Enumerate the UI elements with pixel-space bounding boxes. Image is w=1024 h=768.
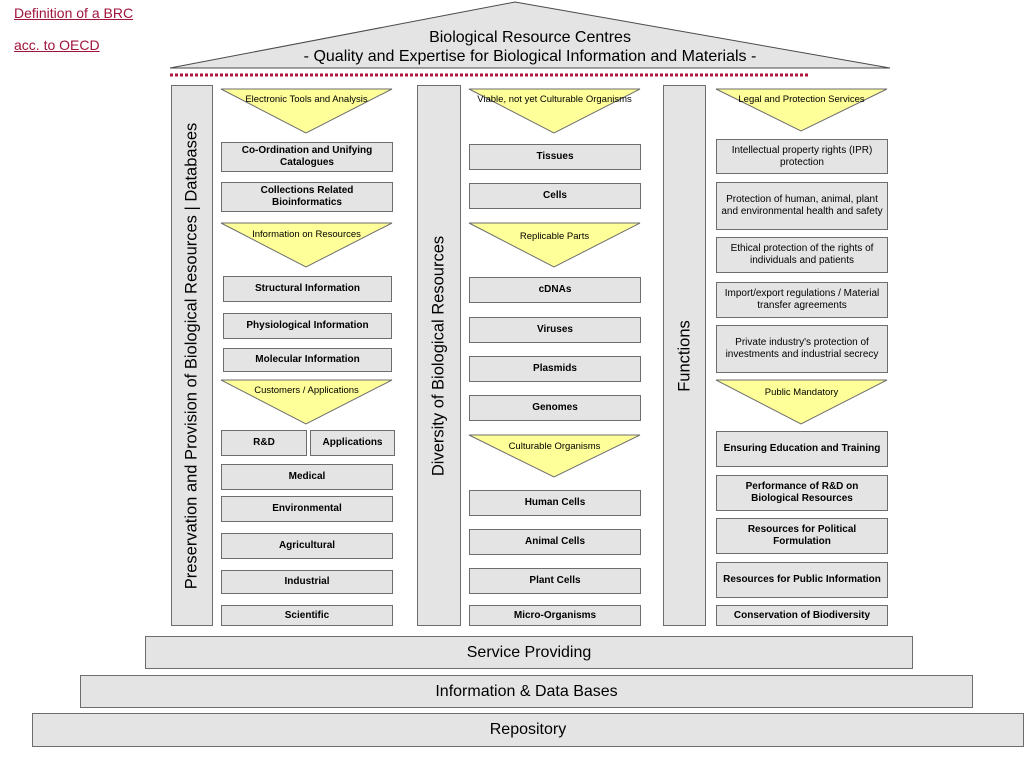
triangle-culturable-organisms: Culturable Organisms xyxy=(468,434,641,478)
box-environmental: Environmental xyxy=(221,496,393,522)
box-conservation-biodiversity: Conservation of Biodiversity xyxy=(716,605,888,626)
box-animal-cells: Animal Cells xyxy=(469,529,641,555)
triangle-legal-protection: Legal and Protection Services xyxy=(715,88,888,132)
box-political-formulation: Resources for Political Formulation xyxy=(716,518,888,554)
triangle-customers-applications: Customers / Applications xyxy=(220,379,393,425)
pillar-right-label: Functions xyxy=(675,319,693,392)
roof-title: Biological Resource Centres xyxy=(429,29,631,46)
pillar-middle: Diversity of Biological Resources xyxy=(417,85,461,626)
pillar-right: Functions xyxy=(663,85,706,626)
box-genomes: Genomes xyxy=(469,395,641,421)
box-rd: R&D xyxy=(221,430,307,456)
box-molecular-information: Molecular Information xyxy=(223,348,392,372)
box-applications: Applications xyxy=(310,430,395,456)
roof xyxy=(169,1,891,77)
box-import-export: Import/export regulations / Material tra… xyxy=(716,282,888,318)
box-plasmids: Plasmids xyxy=(469,356,641,382)
triangle-information-resources: Information on Resources xyxy=(220,222,393,268)
triangle-viable-organisms: Viable, not yet Culturable Organisms xyxy=(468,88,641,134)
definition-link[interactable]: Definition of a BRC xyxy=(14,5,134,21)
pillar-left: Preservation and Provision of Biological… xyxy=(171,85,213,626)
box-cells: Cells xyxy=(469,183,641,209)
box-scientific: Scientific xyxy=(221,605,393,626)
pillar-left-label: Preservation and Provision of Biological… xyxy=(182,122,201,589)
pillar-middle-label: Diversity of Biological Resources xyxy=(429,235,448,476)
box-structural-information: Structural Information xyxy=(223,276,392,302)
step-information-databases: Information & Data Bases xyxy=(80,675,973,708)
box-collections-bioinformatics: Collections Related Bioinformatics xyxy=(221,182,393,212)
box-cdnas: cDNAs xyxy=(469,277,641,303)
step-repository: Repository xyxy=(32,713,1024,747)
box-viruses: Viruses xyxy=(469,317,641,343)
triangle-replicable-parts: Replicable Parts xyxy=(468,222,641,268)
roof-subtitle: - Quality and Expertise for Biological I… xyxy=(303,48,757,65)
box-rd-performance: Performance of R&D on Biological Resourc… xyxy=(716,475,888,511)
step-service-providing: Service Providing xyxy=(145,636,913,669)
box-education-training: Ensuring Education and Training xyxy=(716,431,888,467)
box-physiological-information: Physiological Information xyxy=(223,313,392,339)
triangle-electronic-tools: Electronic Tools and Analysis xyxy=(220,88,393,134)
box-micro-organisms: Micro-Organisms xyxy=(469,605,641,626)
box-medical: Medical xyxy=(221,464,393,490)
triangle-public-mandatory: Public Mandatory xyxy=(715,379,888,425)
box-human-cells: Human Cells xyxy=(469,490,641,516)
oecd-link[interactable]: acc. to OECD xyxy=(14,37,100,53)
box-agricultural: Agricultural xyxy=(221,533,393,559)
box-public-information: Resources for Public Information xyxy=(716,562,888,598)
box-private-industry: Private industry's protection of investm… xyxy=(716,325,888,373)
box-plant-cells: Plant Cells xyxy=(469,568,641,594)
box-health-safety: Protection of human, animal, plant and e… xyxy=(716,182,888,230)
box-industrial: Industrial xyxy=(221,570,393,594)
box-ipr-protection: Intellectual property rights (IPR) prote… xyxy=(716,139,888,174)
box-coordination-catalogues: Co-Ordination and Unifying Catalogues xyxy=(221,142,393,172)
box-ethical-protection: Ethical protection of the rights of indi… xyxy=(716,237,888,273)
box-tissues: Tissues xyxy=(469,144,641,170)
